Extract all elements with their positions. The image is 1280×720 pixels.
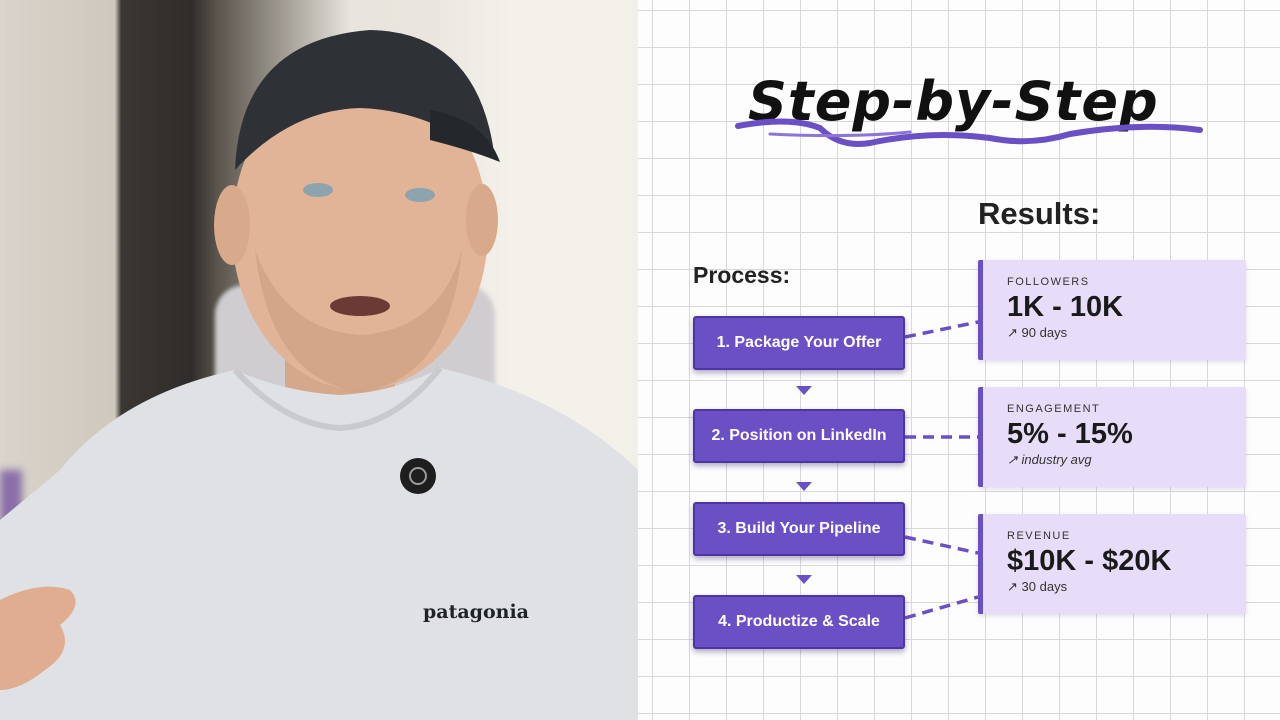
presenter-cap bbox=[235, 30, 495, 170]
shirt-logo: patagonia bbox=[423, 601, 529, 623]
dashed-connectors bbox=[904, 320, 979, 620]
card-label: ENGAGEMENT bbox=[1007, 403, 1101, 415]
card-value: $10K - $20K bbox=[1007, 545, 1172, 577]
result-card-engagement: ENGAGEMENT 5% - 15% ↗ industry avg bbox=[978, 387, 1246, 487]
process-step-1[interactable]: 1. Package Your Offer bbox=[693, 316, 905, 370]
slide-title: Step-by-Step bbox=[748, 70, 1159, 133]
card-note-text: 30 days bbox=[1021, 579, 1068, 594]
presenter-eye-right bbox=[405, 188, 435, 202]
presenter-eye-left bbox=[303, 183, 333, 197]
process-heading: Process: bbox=[693, 262, 791, 288]
card-label: REVENUE bbox=[1007, 530, 1071, 542]
card-note-text: 90 days bbox=[1021, 325, 1068, 340]
slide-panel: Step-by-Step Results: Process: 1. Packag… bbox=[638, 0, 1280, 720]
card-note-text: industry avg bbox=[1021, 452, 1092, 467]
result-card-followers: FOLLOWERS 1K - 10K ↗ 90 days bbox=[978, 260, 1246, 360]
presenter-mouth bbox=[330, 296, 390, 316]
presenter-ear-right bbox=[466, 184, 498, 256]
trend-arrow-icon: ↗ bbox=[1007, 452, 1018, 467]
process-step-4[interactable]: 4. Productize & Scale bbox=[693, 595, 905, 649]
presenter-shirt bbox=[0, 368, 638, 720]
card-note: ↗ industry avg bbox=[1007, 452, 1246, 468]
connector-step3-revenue bbox=[904, 535, 979, 555]
connector-step1-followers bbox=[904, 320, 979, 339]
trend-arrow-icon: ↗ bbox=[1007, 579, 1018, 594]
process-step-2[interactable]: 2. Position on LinkedIn bbox=[693, 409, 905, 463]
presenter-illustration: patagonia bbox=[0, 30, 638, 720]
arrow-down-icon bbox=[796, 575, 812, 584]
connector-step4-revenue bbox=[904, 595, 979, 620]
card-note: ↗ 30 days bbox=[1007, 579, 1246, 595]
card-value: 5% - 15% bbox=[1007, 418, 1133, 450]
card-value: 1K - 10K bbox=[1007, 291, 1124, 323]
arrow-down-icon bbox=[796, 482, 812, 491]
presenter-video: patagonia bbox=[0, 0, 638, 720]
process-step-3[interactable]: 3. Build Your Pipeline bbox=[693, 502, 905, 556]
title-underline-scribble bbox=[735, 118, 1203, 147]
arrow-down-icon bbox=[796, 386, 812, 395]
lapel-mic bbox=[400, 458, 436, 494]
shirt-collar bbox=[232, 366, 443, 432]
presenter-ear-left bbox=[214, 185, 250, 265]
cap-brim bbox=[430, 110, 500, 162]
results-heading: Results: bbox=[978, 196, 1101, 231]
result-card-revenue: REVENUE $10K - $20K ↗ 30 days bbox=[978, 514, 1246, 614]
trend-arrow-icon: ↗ bbox=[1007, 325, 1018, 340]
presenter-face bbox=[232, 70, 488, 390]
presenter-beard bbox=[255, 250, 462, 392]
card-label: FOLLOWERS bbox=[1007, 276, 1090, 288]
lapel-mic-logo bbox=[409, 467, 427, 485]
presenter-hand bbox=[0, 586, 76, 690]
card-note: ↗ 90 days bbox=[1007, 325, 1246, 341]
